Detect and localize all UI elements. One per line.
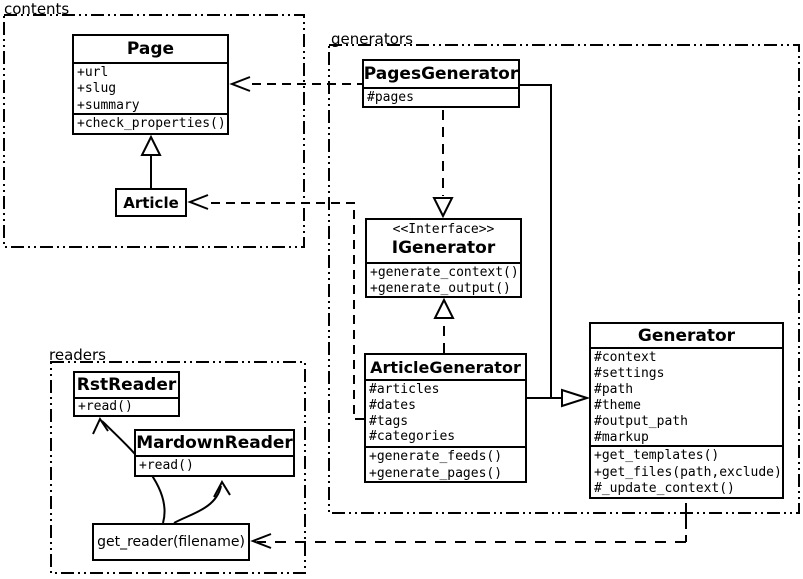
class-page-title: Page [126, 39, 175, 59]
dependency-articlegenerator-to-article [187, 194, 364, 420]
class-igenerator-methods: +generate_context() +generate_output() [367, 262, 520, 296]
class-generator: Generator #context #settings #path #them… [589, 322, 784, 499]
stereotype-label: <<Interface>> [392, 222, 495, 237]
method: #_update_context() [594, 481, 735, 497]
realization-pagesgenerator-to-igenerator [432, 110, 454, 219]
class-pagesgenerator-attributes: #pages [364, 87, 518, 106]
method: +generate_output() [370, 281, 511, 296]
attribute: #markup [594, 429, 649, 445]
dependency-pagesgenerator-to-page [229, 76, 362, 92]
class-page-attributes: +url +slug +summary [74, 62, 227, 113]
readers-package-label: readers [49, 346, 106, 364]
contents-package-label: contents [4, 0, 70, 18]
method: +generate_pages() [369, 465, 503, 481]
method: +read() [78, 399, 133, 414]
attribute: #tags [369, 413, 409, 429]
method: +get_files(path,exclude) [594, 464, 782, 480]
class-article: Article [115, 188, 187, 217]
class-igenerator-title: IGenerator [391, 238, 496, 258]
class-generator-methods: +get_templates() +get_files(path,exclude… [591, 445, 782, 497]
class-generator-attributes: #context #settings #path #theme #output_… [591, 347, 782, 445]
attribute: +slug [77, 81, 117, 97]
method: +read() [139, 458, 194, 473]
get-reader-function-box: get_reader(filename) [92, 523, 250, 561]
class-mardownreader-title: MardownReader [136, 433, 293, 453]
class-articlegenerator: ArticleGenerator #articles #dates #tags … [364, 353, 527, 483]
class-articlegenerator-attributes: #articles #dates #tags #categories [366, 379, 525, 446]
contents-package-border [3, 14, 305, 248]
class-articlegenerator-title: ArticleGenerator [370, 357, 521, 377]
class-articlegenerator-methods: +generate_feeds() +generate_pages() [366, 446, 525, 481]
attribute: #path [594, 381, 634, 397]
attribute: +url [77, 65, 109, 80]
method: +generate_context() [370, 265, 519, 280]
class-rstreader-title: RstReader [76, 375, 177, 395]
realization-articlegenerator-to-igenerator [433, 297, 455, 353]
class-mardownreader-methods: +read() [136, 455, 293, 475]
attribute: #pages [367, 90, 414, 105]
get-reader-label: get_reader(filename) [97, 534, 245, 550]
generators-package-label: generators [331, 30, 413, 48]
inheritance-generators-to-generator [520, 84, 591, 408]
class-igenerator-header: <<Interface>> IGenerator [367, 220, 520, 262]
class-generator-title: Generator [637, 325, 736, 346]
attribute: +summary [77, 97, 140, 113]
attribute: #settings [594, 365, 665, 381]
method: +generate_feeds() [369, 449, 503, 464]
inheritance-article-to-page [140, 134, 162, 188]
generators-package-border [328, 44, 800, 514]
arrow-getreader-to-mardownreader [173, 479, 231, 524]
class-page-methods: +check_properties() [74, 113, 227, 133]
class-mardownreader: MardownReader +read() [134, 429, 295, 477]
class-rstreader-methods: +read() [75, 397, 178, 415]
class-pagesgenerator-title: PagesGenerator [363, 64, 519, 84]
class-igenerator: <<Interface>> IGenerator +generate_conte… [365, 218, 522, 298]
dependency-generator-to-getreader [250, 503, 687, 549]
attribute: #output_path [594, 413, 688, 429]
attribute: #theme [594, 397, 641, 413]
attribute: #context [594, 350, 657, 365]
method: +get_templates() [594, 448, 720, 463]
class-article-title: Article [123, 193, 179, 212]
attribute: #categories [369, 429, 456, 445]
class-rstreader: RstReader +read() [73, 371, 180, 417]
method: +check_properties() [77, 116, 226, 131]
class-pagesgenerator: PagesGenerator #pages [362, 59, 520, 108]
readers-package-border [50, 361, 306, 574]
class-page: Page +url +slug +summary +check_properti… [72, 34, 229, 135]
attribute: #dates [369, 397, 416, 413]
attribute: #articles [369, 382, 440, 397]
